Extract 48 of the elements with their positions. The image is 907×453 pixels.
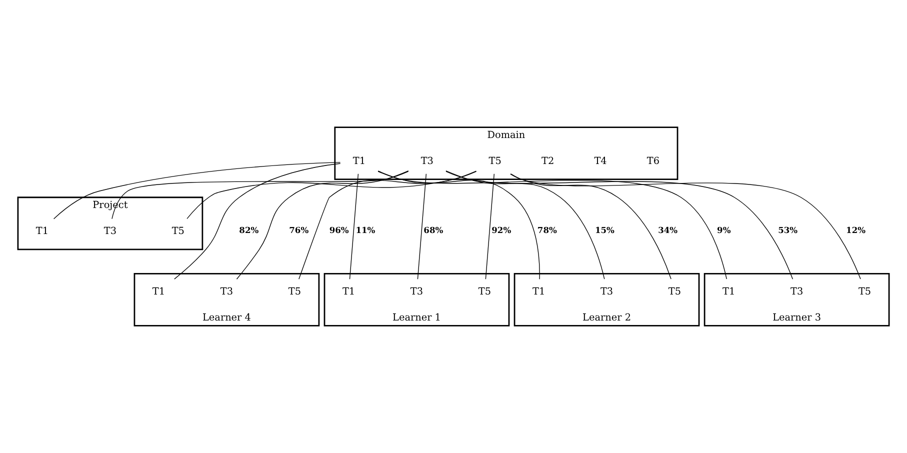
edge-label: 34% [658,224,678,235]
node-text: T6 [646,156,660,167]
node-text: T5 [478,286,492,298]
node-text: T1 [352,156,366,167]
node-text: T3 [220,286,234,298]
node-text: T5 [172,226,184,237]
edge-label: 92% [492,224,512,235]
node-text: T1 [342,286,356,298]
edge-label: 53% [778,224,798,235]
node-text: T3 [420,156,434,167]
node-text: T5 [488,156,502,167]
edge-label: 15% [594,224,614,235]
connector [378,171,727,280]
edge-label: 82% [239,224,259,235]
node-text: T3 [410,286,424,298]
node-text: T1 [152,286,166,298]
connector [417,174,427,280]
connector [510,174,861,280]
node-text: T1 [532,286,546,298]
connector [446,170,605,280]
edge-label: 9% [717,224,731,235]
node-text: T3 [790,286,804,298]
edge-label: 12% [846,224,866,235]
edge-label: 68% [424,224,444,235]
node-text: T1 [722,286,736,298]
connector [298,170,477,280]
connector [349,174,359,280]
connector [485,174,494,280]
connector [112,171,409,220]
node-text: T5 [858,286,872,298]
node-text: T5 [668,286,682,298]
edge-label: 11% [356,224,376,235]
edge-label: 78% [537,224,557,235]
node-text: T4 [594,156,607,167]
node-text: T5 [288,286,301,298]
node-text: T2 [542,156,554,167]
node-text: T1 [36,226,49,237]
edge-label: 96% [329,224,349,235]
connector [236,170,409,280]
connector [378,170,540,280]
node-text: T3 [600,286,614,298]
connector [510,174,672,280]
connector [186,171,477,220]
connector [446,171,794,280]
connector [53,162,341,220]
connector [174,163,341,280]
edge-label: 76% [289,224,309,235]
node-text: T3 [104,226,117,237]
